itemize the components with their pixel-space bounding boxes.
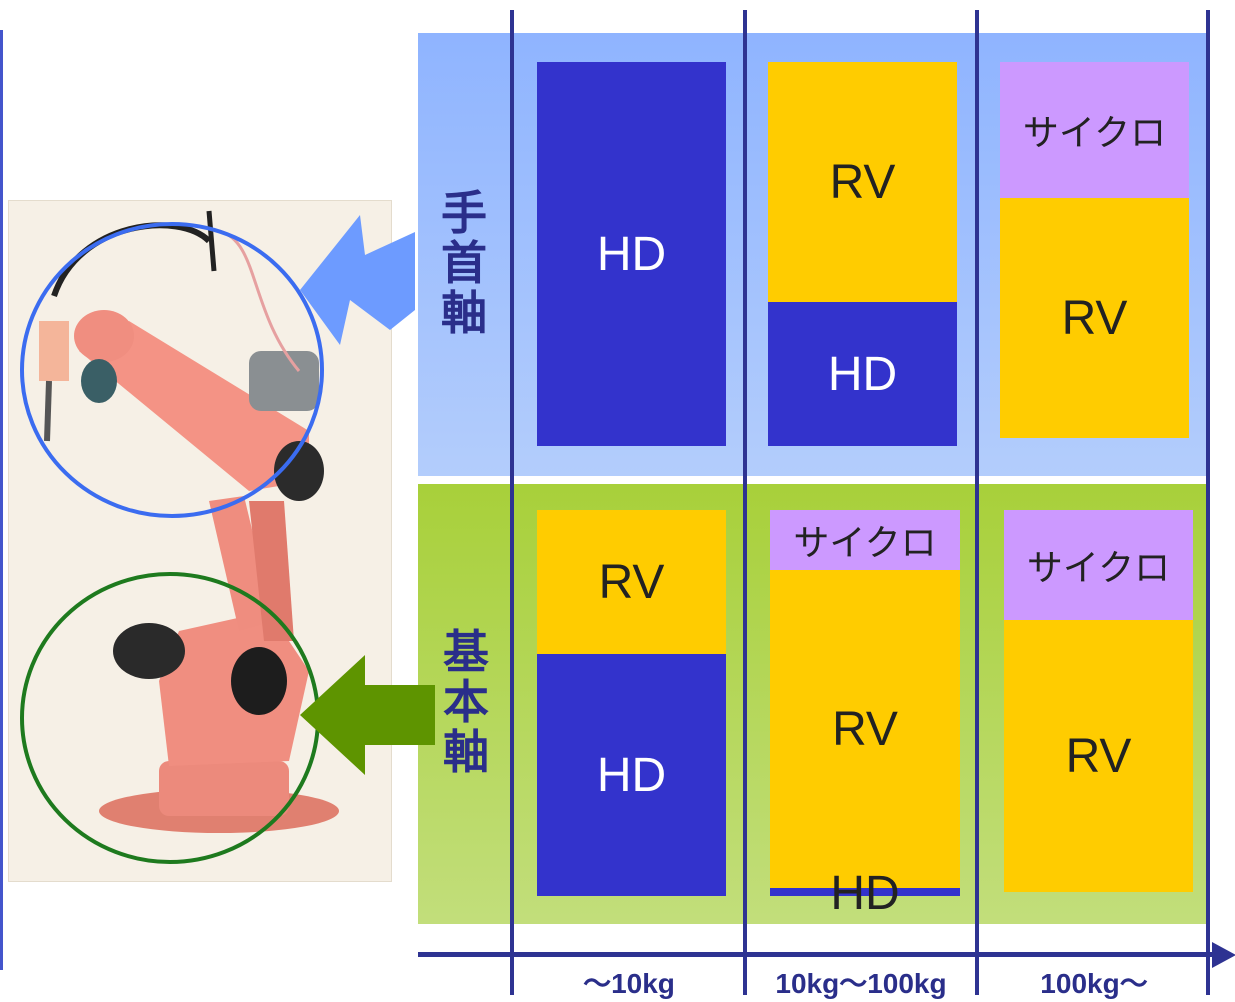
col1-upper-hd-block: HD: [537, 62, 726, 446]
column-divider-1: [510, 10, 514, 995]
wrist-highlight-circle: [20, 222, 324, 518]
left-border-rule: [0, 30, 3, 970]
payload-tick-1: 〜10kg: [583, 968, 675, 999]
col2-lower-hd-block: [770, 888, 960, 896]
col2-lower-hd-label: HD: [830, 867, 900, 920]
wrist-arrow: [300, 215, 415, 345]
col2-upper-rv-block: RV: [768, 62, 957, 302]
column-divider-4: [1206, 10, 1210, 995]
col1-lower-rv-label: RV: [598, 555, 665, 609]
base-highlight-circle: [20, 572, 320, 864]
col1-lower-hd-label: HD: [596, 748, 667, 802]
col2-lower-rv-label: RV: [832, 702, 898, 756]
col3-lower-rv-block: RV: [1004, 620, 1193, 892]
col1-lower-hd-block: HD: [537, 654, 726, 896]
col3-upper-rv-block: RV: [1000, 198, 1189, 438]
col2-lower-rv-block: RV: [770, 570, 960, 888]
col3-upper-cyclo-label: サイクロ: [1022, 113, 1167, 154]
payload-axis-arrowhead: [1212, 942, 1235, 968]
column-divider-2: [743, 10, 747, 995]
col1-upper-hd-label: HD: [596, 227, 667, 281]
col2-upper-hd-label: HD: [827, 347, 898, 401]
col3-upper-cyclo-block: サイクロ: [1000, 62, 1189, 198]
col2-lower-cyclo-label: サイクロ: [793, 523, 937, 564]
column-divider-3: [975, 10, 979, 995]
payload-tick-3: 100kg〜: [1040, 968, 1148, 999]
col3-lower-cyclo-block: サイクロ: [1004, 510, 1193, 620]
col2-lower-cyclo-block: サイクロ: [770, 510, 960, 570]
base-axis-label: 基 本 軸: [443, 625, 489, 779]
robot-illustration: [39, 210, 339, 833]
col3-lower-rv-label: RV: [1065, 729, 1132, 783]
payload-axis: [418, 952, 1218, 957]
wrist-axis-label: 手 首 軸: [441, 186, 487, 340]
payload-tick-2: 10kg〜100kg: [775, 968, 947, 999]
col2-upper-hd-block: HD: [768, 302, 957, 446]
col3-lower-cyclo-label: サイクロ: [1026, 548, 1171, 589]
base-arrow: [300, 655, 435, 775]
col1-lower-rv-block: RV: [537, 510, 726, 654]
col2-upper-rv-label: RV: [829, 155, 896, 209]
col3-upper-rv-label: RV: [1061, 291, 1128, 345]
